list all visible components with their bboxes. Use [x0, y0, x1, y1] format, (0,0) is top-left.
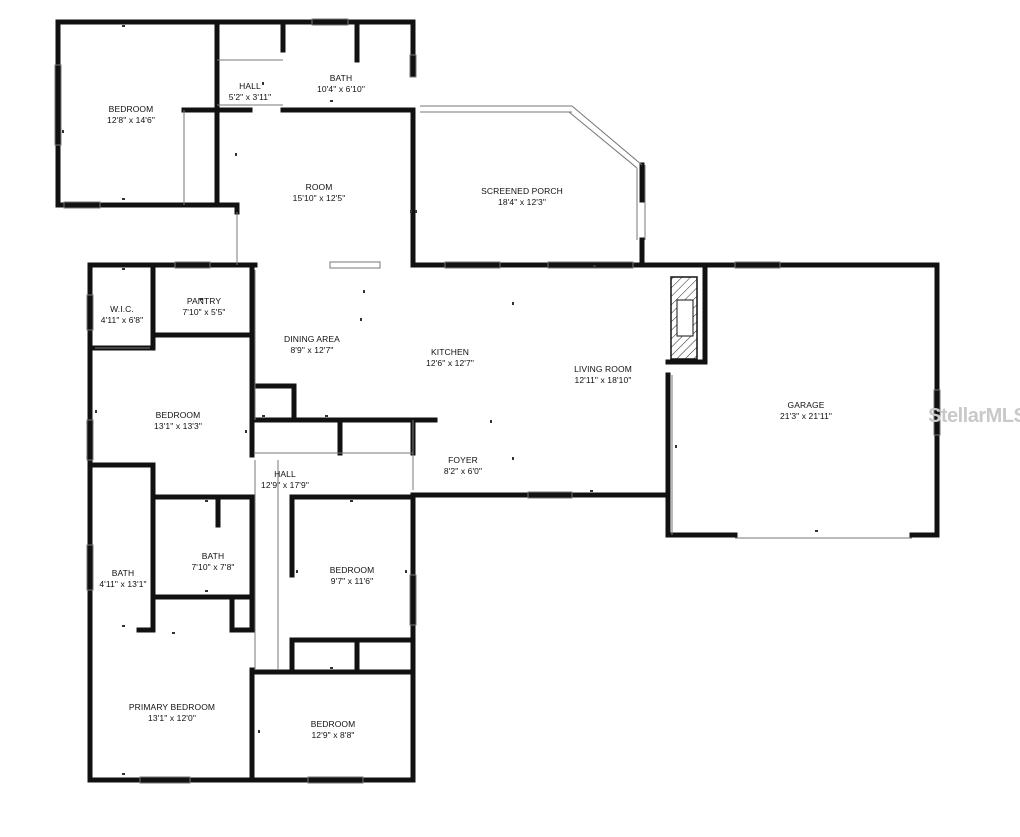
room-name: BATH: [329, 73, 353, 83]
wall-bedroom-ne: [55, 19, 220, 208]
fireplace: [670, 276, 698, 360]
room-name: PRIMARY BEDROOM: [128, 702, 216, 712]
room-name: HALL: [239, 81, 261, 91]
room-dims: 12'9" x 8'8": [311, 730, 355, 740]
window: [568, 111, 638, 169]
room-dims: 7'10" x 7'8": [191, 562, 235, 572]
room-dims: 12'6" x 12'7": [426, 358, 474, 368]
room-dims: 18'4" x 12'3": [498, 197, 546, 207]
room-dims: 13'1" x 12'0": [148, 713, 196, 723]
window: [527, 491, 573, 499]
window: [307, 776, 364, 784]
room-label-foyer: FOYER 8'2" x 6'0": [444, 455, 482, 477]
window: [139, 776, 191, 784]
room-dims: 5'2" x 3'11": [228, 92, 272, 102]
window: [63, 201, 101, 209]
room-label-bath-top: BATH 10'4" x 6'10": [317, 73, 365, 95]
window: [734, 261, 781, 269]
window: [933, 389, 941, 436]
room-name: SCREENED PORCH: [481, 186, 563, 196]
room-name: BATH: [201, 551, 225, 561]
room-label-hall-top: HALL 5'2" x 3'11": [229, 81, 271, 103]
room-dims: 8'2" x 6'0": [443, 466, 483, 476]
room-dims: 7'10" x 5'5": [182, 307, 226, 317]
window: [311, 18, 349, 26]
window: [409, 574, 417, 626]
room-name: BEDROOM: [108, 104, 154, 114]
room-name: BEDROOM: [155, 410, 201, 420]
window: [86, 294, 94, 331]
room-name: FOYER: [448, 455, 478, 465]
room-label-bath-hall: BATH 7'10" x 7'8": [191, 551, 234, 573]
thin-lines: [54, 18, 941, 784]
window: [409, 54, 417, 78]
room-name: ROOM: [305, 182, 333, 192]
room-label-bedroom-south: BEDROOM 12'9" x 8'8": [311, 719, 356, 741]
window: [444, 261, 501, 269]
room-name: BATH: [111, 568, 135, 578]
room-name: KITCHEN: [430, 347, 470, 357]
room-label-dining-area: DINING AREA 8'9" x 12'7": [284, 334, 340, 356]
room-name: GARAGE: [787, 400, 825, 410]
window: [547, 261, 634, 269]
door-marks: [62, 25, 818, 775]
room-label-bedroom-ne: BEDROOM 12'8" x 14'6": [107, 104, 155, 126]
room-label-pantry: PANTRY 7'10" x 5'5": [182, 296, 225, 318]
room-label-living-room: LIVING ROOM 12'11" x 18'10": [574, 364, 632, 386]
room-label-garage: GARAGE 21'3" x 21'11": [780, 400, 832, 422]
room-dims: 15'10" x 12'5": [292, 193, 346, 203]
room-label-bedroom-center: BEDROOM 9'7" x 11'6": [330, 565, 375, 587]
window: [54, 64, 62, 146]
room-label-wic: W.I.C. 4'11" x 6'8": [101, 304, 143, 326]
room-name: BEDROOM: [329, 565, 375, 575]
room-dims: 12'8" x 14'6": [107, 115, 155, 125]
room-label-room: ROOM 15'10" x 12'5": [293, 182, 346, 204]
room-label-primary-bedroom: PRIMARY BEDROOM 13'1" x 12'0": [129, 702, 215, 724]
room-dims: 8'9" x 12'7": [290, 345, 334, 355]
room-label-bedroom-west: BEDROOM 13'1" x 13'3": [154, 410, 202, 432]
room-label-kitchen: KITCHEN 12'6" x 12'7": [426, 347, 474, 369]
room-dims: 12'9" x 17'9": [261, 480, 309, 490]
room-name: LIVING ROOM: [574, 364, 632, 374]
room-dims: 12'11" x 18'10": [574, 375, 632, 385]
room-dims: 9'7" x 11'6": [330, 576, 374, 586]
room-name: W.I.C.: [110, 304, 134, 314]
room-name: HALL: [274, 469, 296, 479]
room-dims: 21'3" x 21'11": [779, 411, 833, 421]
room-label-screened-porch: SCREENED PORCH 18'4" x 12'3": [481, 186, 563, 208]
room-dims: 10'4" x 6'10": [317, 84, 365, 94]
window: [86, 544, 94, 591]
room-dims: 4'11" x 6'8": [100, 315, 144, 325]
window: [86, 419, 94, 461]
watermark-logo: StellarMLS: [928, 405, 1020, 427]
room-label-bath-primary: BATH 4'11" x 13'1": [99, 568, 146, 590]
room-name: DINING AREA: [284, 334, 340, 344]
room-name: PANTRY: [186, 296, 222, 306]
window: [329, 261, 381, 269]
room-dims: 13'1" x 13'3": [154, 421, 202, 431]
room-label-hall-main: HALL 12'9" x 17'9": [261, 469, 309, 491]
window: [174, 261, 211, 269]
window: [571, 105, 643, 166]
room-name: BEDROOM: [310, 719, 356, 729]
room-dims: 4'11" x 13'1": [99, 579, 147, 589]
